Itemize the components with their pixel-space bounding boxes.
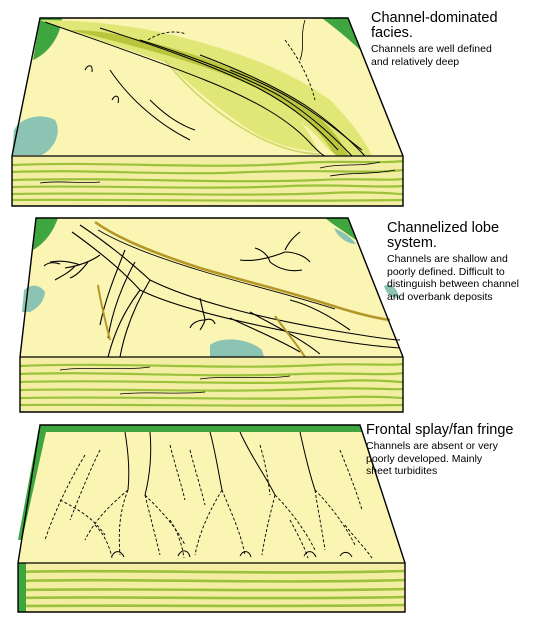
block-3-description: Channels are absent or very poorly devel… — [366, 440, 534, 478]
block-frontal-splay — [18, 425, 405, 612]
block-2-title: Channelized lobe system. — [387, 221, 537, 251]
block-3-title: Frontal splay/fan fringe — [366, 423, 534, 438]
block-1-description: Channels are well defined and relatively… — [371, 43, 535, 68]
block-1-title: Channel-dominated facies. — [371, 11, 535, 41]
block-1-label: Channel-dominated facies. Channels are w… — [371, 11, 535, 68]
block-2-description: Channels are shallow and poorly defined.… — [387, 253, 537, 303]
block-channel-dominated — [12, 18, 403, 206]
block-2-label: Channelized lobe system. Channels are sh… — [387, 221, 537, 303]
block-3-top-surface — [18, 425, 405, 563]
block-channelized-lobe — [20, 218, 403, 412]
block-3-green-margin — [38, 425, 362, 432]
block-3-label: Frontal splay/fan fringe Channels are ab… — [366, 423, 534, 478]
